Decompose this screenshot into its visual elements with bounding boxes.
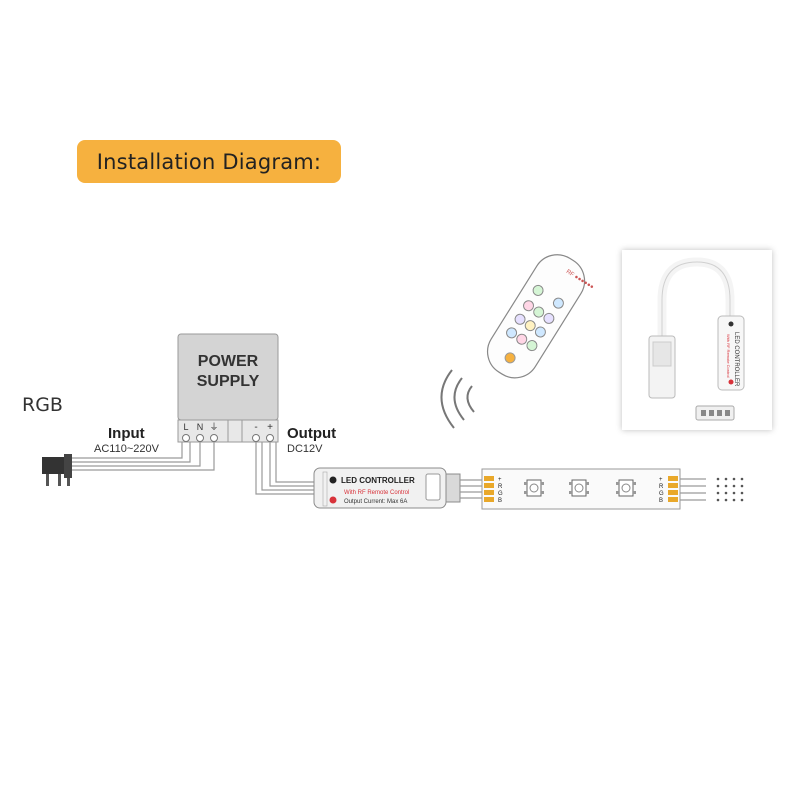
remote-power-button-icon bbox=[504, 352, 516, 364]
rf-remote: RF ●●●●●● bbox=[486, 254, 595, 379]
strip-pin-right-b: B bbox=[659, 498, 663, 504]
power-supply: POWER SUPPLY L N ⏚ - + bbox=[177, 333, 279, 443]
controller-rating: Output Current: Max 6A bbox=[344, 499, 407, 505]
output-label: Output bbox=[287, 425, 336, 442]
led-chip bbox=[616, 479, 636, 497]
led-chip bbox=[524, 479, 544, 497]
input-label: Input bbox=[108, 425, 145, 442]
output-cable bbox=[255, 442, 314, 495]
controller-photo: LED CONTROLLER With RF Remote Control bbox=[622, 250, 772, 430]
led-controller: LED CONTROLLER With RF Remote Control Ou… bbox=[313, 467, 461, 509]
strip-pin-right-r: R bbox=[659, 484, 664, 490]
terminal-label-n: N bbox=[197, 422, 204, 432]
strip-pin-left-b: B bbox=[498, 498, 502, 504]
photo-sub-text: With RF Remote Control bbox=[726, 334, 731, 378]
output-spec: DC12V bbox=[287, 443, 323, 455]
controller-to-strip-cable bbox=[460, 479, 484, 499]
strip-pin-right-plus: + bbox=[659, 477, 663, 483]
strip-pin-right-g: G bbox=[659, 491, 664, 497]
ac-plug bbox=[42, 454, 72, 486]
terminal-label-minus: - bbox=[254, 422, 257, 433]
input-spec: AC110~220V bbox=[94, 443, 160, 455]
terminal-label-plus: + bbox=[267, 422, 273, 433]
signal-waves-icon bbox=[440, 369, 475, 429]
controller-name: LED CONTROLLER bbox=[341, 476, 415, 485]
terminal-label-l: L bbox=[183, 422, 188, 432]
strip-output-wires bbox=[680, 478, 706, 501]
continuation-dots bbox=[716, 477, 744, 502]
controller-subtitle: With RF Remote Control bbox=[344, 490, 409, 496]
title-text: Installation Diagram: bbox=[96, 149, 322, 174]
input-cable bbox=[72, 442, 215, 471]
strip-pin-left-plus: + bbox=[498, 477, 502, 483]
controller-photo-drawing: LED CONTROLLER With RF Remote Control bbox=[648, 257, 745, 421]
terminal-screws bbox=[182, 434, 274, 442]
led-chip bbox=[569, 479, 589, 497]
photo-side-text: LED CONTROLLER bbox=[733, 332, 739, 387]
title-banner: Installation Diagram: bbox=[77, 140, 341, 183]
terminal-label-ground: ⏚ bbox=[209, 422, 218, 433]
power-label-line2: SUPPLY bbox=[197, 373, 260, 390]
power-label-line1: POWER bbox=[198, 353, 259, 370]
strip-type-label: RGB bbox=[22, 394, 63, 416]
strip-pin-left-r: R bbox=[498, 484, 503, 490]
strip-pin-left-g: G bbox=[498, 491, 503, 497]
led-strip: + R G B + R G B bbox=[481, 468, 681, 510]
